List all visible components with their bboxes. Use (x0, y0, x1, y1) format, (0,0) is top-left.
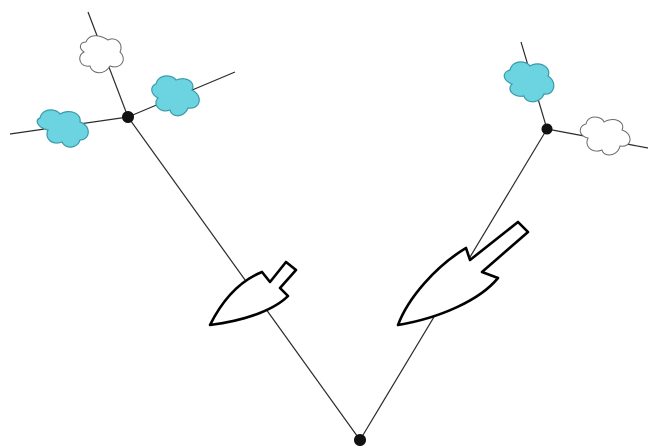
tip-right-top (503, 61, 555, 103)
node-root (354, 434, 366, 446)
tip-left-lower-left (36, 109, 89, 148)
tip-left-top (79, 35, 124, 74)
trowel-icon (208, 260, 298, 327)
trowel-icon (396, 220, 530, 327)
tip-right-lower (579, 116, 631, 156)
trowel-right (396, 220, 530, 327)
node-left-clade (122, 111, 134, 123)
branch-root-left (127, 116, 361, 441)
trowel-left (208, 260, 298, 327)
tip-left-upper-right (151, 75, 200, 117)
node-right-clade (541, 123, 553, 135)
